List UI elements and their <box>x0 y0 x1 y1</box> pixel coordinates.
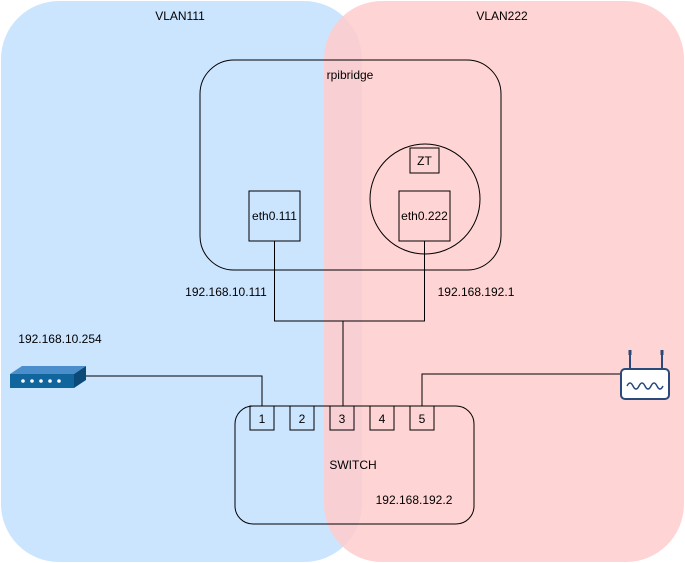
switch-port-3-label: 3 <box>339 412 346 426</box>
vlan111-label: VLAN111 <box>155 9 205 23</box>
link-eth0-111 <box>274 241 425 322</box>
ip-eth0-111: 192.168.10.111 <box>185 285 267 299</box>
switch-port-2-label: 2 <box>299 412 306 426</box>
rpibridge-box <box>199 59 502 271</box>
link-port1-hub <box>86 375 263 406</box>
ip-eth0-222: 192.168.192.1 <box>438 285 515 299</box>
switch-port-3 <box>329 405 355 431</box>
eth0-111-label: eth0.111 <box>252 209 297 223</box>
eth0-222-label: eth0.222 <box>401 209 448 223</box>
rpibridge-label: rpibridge <box>327 68 374 82</box>
switch-port-4 <box>369 405 395 431</box>
switch-label: SWITCH <box>329 458 376 472</box>
vlan222-zone <box>324 1 684 562</box>
wifi-router-icon <box>620 350 670 400</box>
vlan222-label: VLAN222 <box>476 9 528 23</box>
hub-ip-label: 192.168.10.254 <box>18 332 102 346</box>
switch-port-2 <box>289 405 315 431</box>
link-port5-router <box>421 373 621 406</box>
switch-port-5 <box>409 405 435 431</box>
switch-ip: 192.168.192.2 <box>376 493 453 507</box>
switch-port-5-label: 5 <box>419 412 426 426</box>
switch-port-4-label: 4 <box>379 412 386 426</box>
zt-label: ZT <box>417 154 432 168</box>
vlan111-zone <box>1 1 362 562</box>
switch-port-1 <box>249 405 275 431</box>
switch-port-1-label: 1 <box>259 412 266 426</box>
network-hub-icon <box>10 366 86 388</box>
zt-box <box>409 147 440 174</box>
